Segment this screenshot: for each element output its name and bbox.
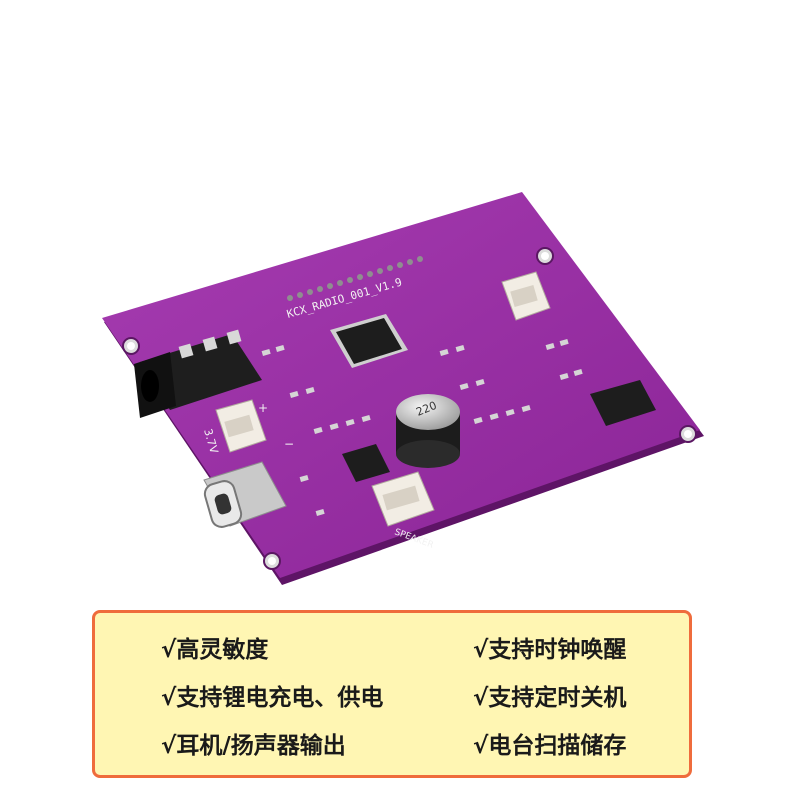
radio-ic-chip (330, 314, 408, 368)
electrolytic-capacitor (396, 394, 460, 468)
battery-minus-label: − (284, 437, 294, 451)
features-panel: √高灵敏度 √支持时钟唤醒 √支持锂电充电、供电 √支持定时关机 √耳机/扬声器… (92, 610, 692, 778)
audio-jack (134, 329, 262, 418)
soic-chip (342, 444, 390, 482)
feature-item: √支持时钟唤醒 (473, 637, 627, 663)
mounting-holes (122, 247, 697, 570)
feature-item: √高灵敏度 (161, 637, 269, 663)
battery-plus-label: + (258, 401, 268, 415)
usb-c-port (203, 461, 287, 528)
feature-item: √电台扫描储存 (473, 733, 627, 759)
battery-connector (215, 399, 267, 453)
antenna-connector (501, 271, 551, 321)
header-pads (287, 256, 423, 301)
smd-components (261, 338, 583, 516)
feature-item: √支持定时关机 (473, 685, 627, 711)
amplifier-ic-chip (590, 380, 656, 426)
speaker-connector (371, 471, 435, 527)
feature-item: √耳机/扬声器输出 (161, 733, 346, 759)
pcb-module-photo: KCX_RADIO_001_V1.9 3.7V + − 220 SPEAKER (102, 192, 704, 585)
feature-item: √支持锂电充电、供电 (161, 685, 384, 711)
